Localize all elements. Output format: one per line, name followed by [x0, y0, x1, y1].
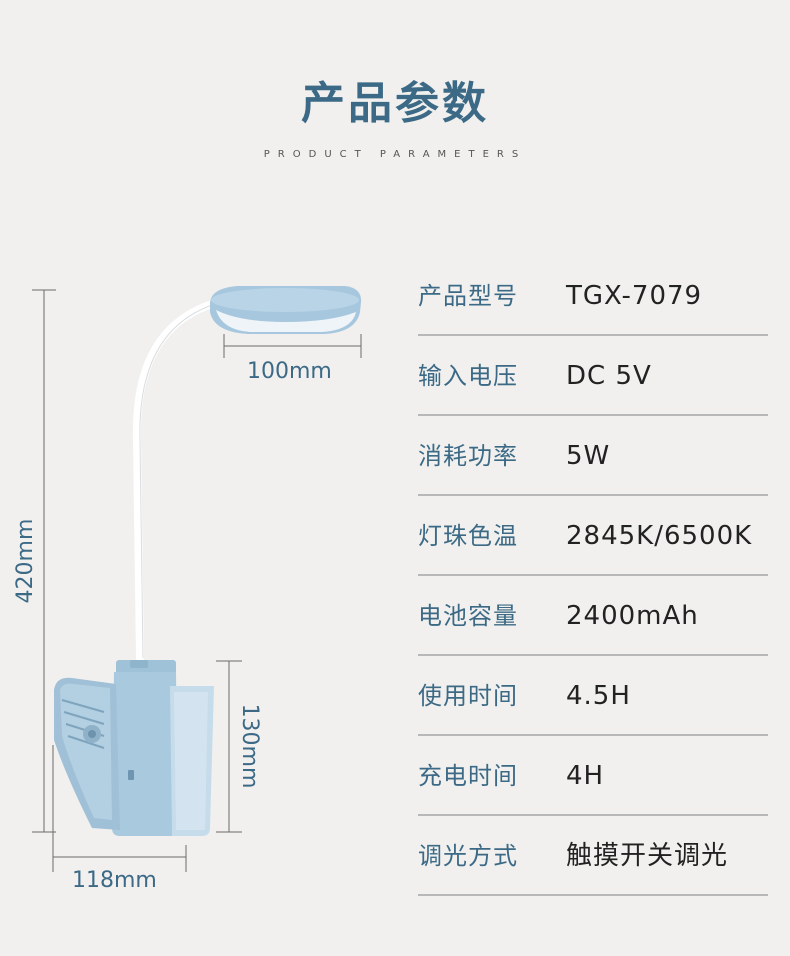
spec-value: 2400mAh — [566, 601, 699, 631]
spec-divider — [418, 734, 768, 736]
spec-row-charge-time: 充电时间 4H — [418, 736, 768, 816]
dimension-head-width-label: 100mm — [247, 359, 332, 384]
spec-value: 4.5H — [566, 681, 631, 711]
spec-divider — [418, 574, 768, 576]
spec-label: 消耗功率 — [418, 442, 518, 470]
spec-row-power: 消耗功率 5W — [418, 416, 768, 496]
spec-row-battery: 电池容量 2400mAh — [418, 576, 768, 656]
spec-divider — [418, 334, 768, 336]
spec-value: 4H — [566, 761, 605, 791]
spec-divider — [418, 814, 768, 816]
dimension-base-width-label: 118mm — [72, 868, 157, 893]
lamp-illustration — [32, 286, 362, 872]
dimension-line-base-width — [52, 745, 187, 872]
page-title: 产品参数 — [301, 78, 489, 129]
spec-row-usage-time: 使用时间 4.5H — [418, 656, 768, 736]
dimension-total-height-label: 420mm — [13, 518, 38, 604]
spec-label: 使用时间 — [418, 682, 518, 710]
dimension-line-base-height — [216, 660, 242, 833]
dimension-line-head-width — [223, 334, 362, 358]
spec-value: 2845K/6500K — [566, 521, 753, 551]
lamp-gooseneck — [132, 300, 216, 662]
lamp-head — [210, 286, 362, 334]
spec-label: 灯珠色温 — [418, 522, 518, 550]
dimension-line-total-height — [32, 289, 56, 833]
spec-divider — [418, 494, 768, 496]
spec-divider — [418, 894, 768, 896]
spec-value: TGX-7079 — [566, 281, 703, 311]
spec-row-model: 产品型号 TGX-7079 — [418, 256, 768, 336]
spec-label: 产品型号 — [418, 282, 518, 310]
spec-row-dimming: 调光方式 触摸开关调光 — [418, 816, 768, 896]
spec-value: 触摸开关调光 — [566, 841, 729, 871]
lamp-clip — [54, 677, 120, 830]
spec-divider — [418, 414, 768, 416]
spec-value: 5W — [566, 441, 611, 471]
spec-row-voltage: 输入电压 DC 5V — [418, 336, 768, 416]
lamp-base — [112, 660, 214, 836]
spec-label: 电池容量 — [418, 602, 518, 630]
spec-label: 输入电压 — [418, 362, 518, 390]
spec-label: 调光方式 — [418, 842, 518, 870]
page-subtitle: PRODUCT PARAMETERS — [263, 149, 527, 160]
spec-value: DC 5V — [566, 361, 652, 391]
dimension-base-height-label: 130mm — [237, 703, 262, 789]
spec-divider — [418, 654, 768, 656]
spec-row-color-temperature: 灯珠色温 2845K/6500K — [418, 496, 768, 576]
spec-label: 充电时间 — [418, 762, 518, 790]
